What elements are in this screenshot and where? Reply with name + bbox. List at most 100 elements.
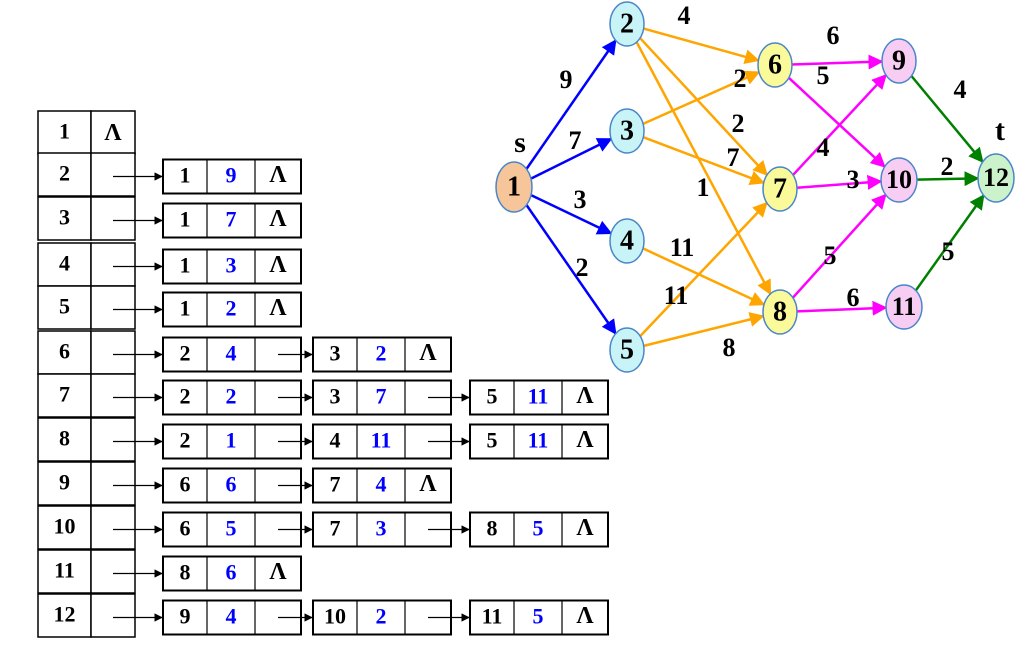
edge-7-10 — [796, 174, 883, 190]
node-12: 12 — [977, 153, 1015, 203]
node-11: 11 — [885, 284, 923, 330]
node-5-label: 5 — [620, 334, 634, 365]
list-node-adjvex: 1 — [180, 253, 191, 278]
list-node-weight: 1 — [226, 428, 237, 453]
null-pointer: Λ — [269, 162, 287, 188]
edge-2-8 — [635, 41, 772, 296]
edge-3-7 — [642, 136, 766, 186]
list-node-box — [162, 467, 302, 504]
list-node-weight: 5 — [533, 516, 544, 541]
node-5-circle — [609, 327, 645, 373]
list-node-weight: 4 — [226, 604, 237, 629]
list-node-weight: 3 — [376, 516, 387, 541]
list-node-weight: 2 — [226, 296, 237, 321]
list-node-adjvex: 6 — [180, 516, 191, 541]
vertex-label-12: 12 — [54, 602, 76, 627]
node-12-circle — [977, 153, 1015, 203]
list-node-adjvex: 2 — [180, 341, 191, 366]
null-pointer: Λ — [576, 515, 594, 541]
pointer-cell-11 — [90, 549, 136, 594]
edge-weight-11-12: 5 — [942, 237, 955, 266]
list-node-adjvex: 11 — [482, 604, 503, 629]
vertex-label-3: 3 — [59, 205, 70, 230]
list-node-weight: 11 — [528, 428, 549, 453]
node-7-label: 7 — [773, 173, 787, 204]
vertex-label-1: 1 — [59, 119, 70, 144]
edge-weight-5-8: 8 — [723, 333, 736, 362]
vertex-label-8: 8 — [59, 426, 70, 451]
list-node-weight: 9 — [226, 163, 237, 188]
null-pointer: Λ — [269, 559, 287, 585]
pointer-cell-3 — [90, 196, 136, 241]
list-node-weight: 4 — [226, 341, 237, 366]
list-node-adjvex: 2 — [180, 428, 191, 453]
node-10-circle — [880, 157, 918, 203]
list-node-adjvex: 5 — [487, 384, 498, 409]
node-11-label: 11 — [892, 292, 917, 321]
node-8-circle — [762, 289, 798, 335]
edge-2-7 — [639, 37, 768, 177]
list-node-box — [162, 202, 302, 239]
edge-5-8 — [643, 312, 765, 348]
null-pointer-1: Λ — [104, 120, 122, 146]
vertex-label-9: 9 — [59, 470, 70, 495]
edge-1-3 — [530, 137, 613, 180]
list-node-adjvex: 1 — [180, 296, 191, 321]
edge-10-12 — [916, 171, 980, 187]
null-pointer: Λ — [576, 603, 594, 629]
list-node-weight: 11 — [528, 384, 549, 409]
list-node-box — [469, 379, 609, 416]
list-node-weight: 11 — [371, 428, 392, 453]
edge-weight-1-3: 7 — [569, 126, 582, 155]
edge-weight-1-2: 9 — [560, 65, 573, 94]
pointer-cell-12 — [90, 593, 136, 638]
list-node-adjvex: 8 — [180, 560, 191, 585]
edge-weight-10-12: 2 — [941, 152, 954, 181]
vertex-cell-12 — [37, 593, 92, 638]
vertex-label-10: 10 — [54, 514, 76, 539]
vertex-label-4: 4 — [59, 251, 70, 276]
edge-weight-6-9: 6 — [827, 21, 840, 50]
list-node-adjvex: 3 — [330, 341, 341, 366]
list-node-12-2: 11 5 Λ — [469, 599, 609, 636]
list-node-box — [162, 555, 302, 592]
pointer-cell-9 — [90, 461, 136, 506]
vertex-cell-1 — [37, 110, 92, 155]
list-node-adjvex: 1 — [180, 207, 191, 232]
node-4-label: 4 — [620, 225, 634, 256]
node-6-circle — [757, 42, 793, 88]
list-node-adjvex: 4 — [330, 428, 341, 453]
pointer-cell-4 — [90, 242, 136, 287]
node-1-label: 1 — [507, 171, 521, 202]
edge-8-11 — [796, 300, 888, 316]
edge-8-10 — [791, 193, 887, 299]
node-4: 4 — [609, 218, 645, 264]
edge-weight-4-8: 11 — [670, 233, 695, 262]
null-pointer: Λ — [419, 340, 437, 366]
list-node-adjvex: 3 — [330, 384, 341, 409]
node-8: 8 — [762, 289, 798, 335]
list-node-adjvex: 6 — [180, 472, 191, 497]
list-node-weight: 5 — [533, 604, 544, 629]
edge-weight-1-4: 3 — [574, 185, 587, 214]
list-node-weight: 2 — [226, 384, 237, 409]
vertex-cell-11 — [37, 549, 92, 594]
graph-edges — [525, 27, 985, 348]
node-7-circle — [762, 166, 798, 212]
node-9-circle — [881, 38, 917, 84]
list-node-adjvex: 2 — [180, 384, 191, 409]
node-2: 2 — [609, 1, 645, 47]
